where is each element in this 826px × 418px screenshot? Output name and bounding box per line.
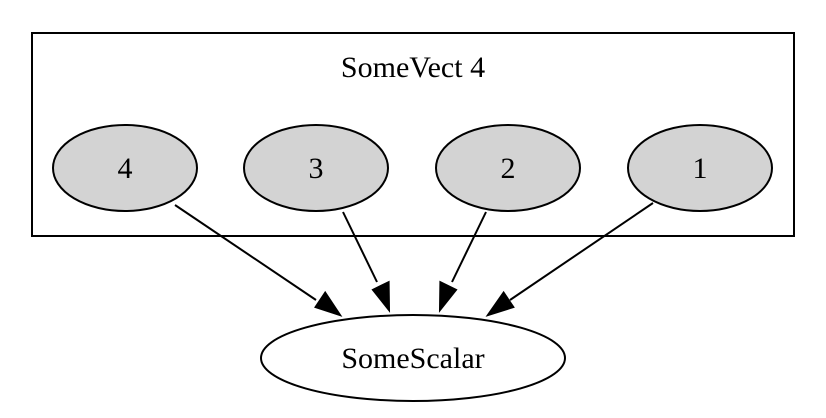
edge-3-to-somescalar [342,211,391,313]
node-2: 2 [435,124,581,212]
node-1: 1 [627,124,773,212]
node-4: 4 [52,124,198,212]
arrowhead [371,280,391,313]
cluster-label: SomeVect 4 [341,51,485,84]
edge-2-to-somescalar [438,211,487,313]
arrowhead [314,290,343,317]
arrowhead [485,290,515,317]
node-label: 2 [501,152,516,185]
node-label: SomeScalar [341,342,484,375]
cluster-border [31,32,795,237]
node-somescalar: SomeScalar [260,314,566,402]
edge-1-to-somescalar [485,202,654,317]
arrowhead [438,280,458,313]
node-3: 3 [243,124,389,212]
edge-4-to-somescalar [174,204,343,317]
edges [174,202,654,317]
cluster-somevect: SomeVect 4 [31,32,795,237]
node-label: 4 [118,152,133,185]
node-label: 3 [309,152,324,185]
node-label: 1 [693,152,708,185]
